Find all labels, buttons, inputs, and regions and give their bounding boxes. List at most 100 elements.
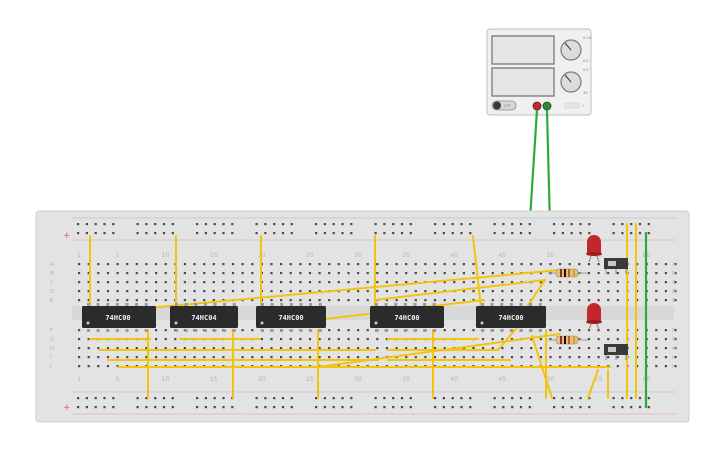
hole[interactable] [94, 223, 97, 226]
hole[interactable] [588, 397, 591, 400]
hole[interactable] [174, 356, 177, 359]
hole[interactable] [570, 397, 573, 400]
hole[interactable] [616, 338, 619, 341]
hole[interactable] [568, 281, 571, 284]
hole[interactable] [638, 223, 642, 226]
hole[interactable] [171, 232, 174, 235]
hole[interactable] [155, 338, 158, 341]
hole[interactable] [414, 272, 417, 275]
hole[interactable] [664, 272, 667, 275]
hole[interactable] [116, 263, 119, 266]
hole[interactable] [638, 232, 642, 235]
hole[interactable] [270, 347, 273, 350]
hole[interactable] [392, 406, 395, 409]
hole[interactable] [193, 281, 196, 284]
hole[interactable] [328, 272, 331, 275]
resistor-top[interactable] [548, 268, 588, 278]
hole[interactable] [204, 223, 207, 226]
hole[interactable] [347, 263, 350, 266]
hole[interactable] [251, 281, 254, 284]
hole[interactable] [112, 397, 115, 400]
hole[interactable] [145, 299, 148, 302]
hole[interactable] [442, 232, 445, 235]
hole[interactable] [385, 338, 388, 341]
hole[interactable] [374, 397, 377, 400]
hole[interactable] [162, 397, 166, 400]
hole[interactable] [655, 356, 658, 359]
hole[interactable] [94, 397, 97, 400]
hole[interactable] [260, 347, 263, 350]
hole[interactable] [568, 347, 571, 350]
hole[interactable] [578, 290, 581, 293]
hole[interactable] [578, 338, 581, 341]
hole[interactable] [155, 290, 158, 293]
hole[interactable] [674, 329, 677, 332]
hole[interactable] [400, 397, 404, 400]
hole[interactable] [212, 290, 215, 293]
hole[interactable] [204, 397, 207, 400]
hole[interactable] [587, 263, 591, 266]
hole[interactable] [395, 272, 398, 275]
hole[interactable] [145, 356, 148, 359]
hole[interactable] [655, 281, 658, 284]
hole[interactable] [664, 263, 667, 266]
hole[interactable] [341, 406, 344, 409]
negative-terminal[interactable] [542, 101, 552, 111]
hole[interactable] [616, 299, 619, 302]
hole[interactable] [136, 406, 139, 409]
hole[interactable] [204, 232, 207, 235]
hole[interactable] [308, 299, 312, 302]
hole[interactable] [126, 272, 129, 275]
hole[interactable] [203, 299, 206, 302]
hole[interactable] [97, 272, 100, 275]
hole[interactable] [222, 356, 225, 359]
wire[interactable] [472, 235, 482, 309]
hole[interactable] [587, 347, 591, 350]
hole[interactable] [491, 263, 494, 266]
hole[interactable] [414, 290, 417, 293]
hole[interactable] [366, 356, 369, 359]
hole[interactable] [482, 263, 485, 266]
hole[interactable] [328, 299, 331, 302]
hole[interactable] [434, 232, 437, 235]
hole[interactable] [145, 232, 148, 235]
hole[interactable] [528, 223, 531, 226]
hole[interactable] [318, 281, 321, 284]
hole[interactable] [520, 299, 523, 302]
hole[interactable] [347, 299, 350, 302]
hole[interactable] [135, 281, 138, 284]
hole[interactable] [280, 338, 283, 341]
hole[interactable] [289, 347, 292, 350]
hole[interactable] [78, 263, 81, 266]
hole[interactable] [280, 281, 283, 284]
hole[interactable] [587, 272, 591, 275]
hole[interactable] [78, 281, 81, 284]
hole[interactable] [87, 290, 90, 293]
hole[interactable] [193, 272, 196, 275]
hole[interactable] [443, 347, 446, 350]
hole[interactable] [290, 223, 293, 226]
hole[interactable] [273, 397, 276, 400]
hole[interactable] [482, 272, 485, 275]
hole[interactable] [374, 406, 377, 409]
hole[interactable] [400, 232, 404, 235]
hole[interactable] [337, 299, 340, 302]
hole[interactable] [231, 263, 235, 266]
hole[interactable] [539, 263, 542, 266]
hole[interactable] [357, 299, 360, 302]
hole[interactable] [539, 356, 542, 359]
hole[interactable] [376, 281, 379, 284]
hole[interactable] [472, 329, 475, 332]
hole[interactable] [502, 223, 505, 226]
wire[interactable] [374, 279, 546, 301]
hole[interactable] [318, 356, 321, 359]
hole[interactable] [482, 356, 485, 359]
hole[interactable] [636, 347, 639, 350]
hole[interactable] [231, 232, 234, 235]
hole[interactable] [443, 263, 446, 266]
hole[interactable] [519, 406, 523, 409]
hole[interactable] [260, 356, 263, 359]
hole[interactable] [183, 281, 186, 284]
hole[interactable] [501, 263, 504, 266]
slide-switch-top[interactable] [604, 258, 628, 274]
